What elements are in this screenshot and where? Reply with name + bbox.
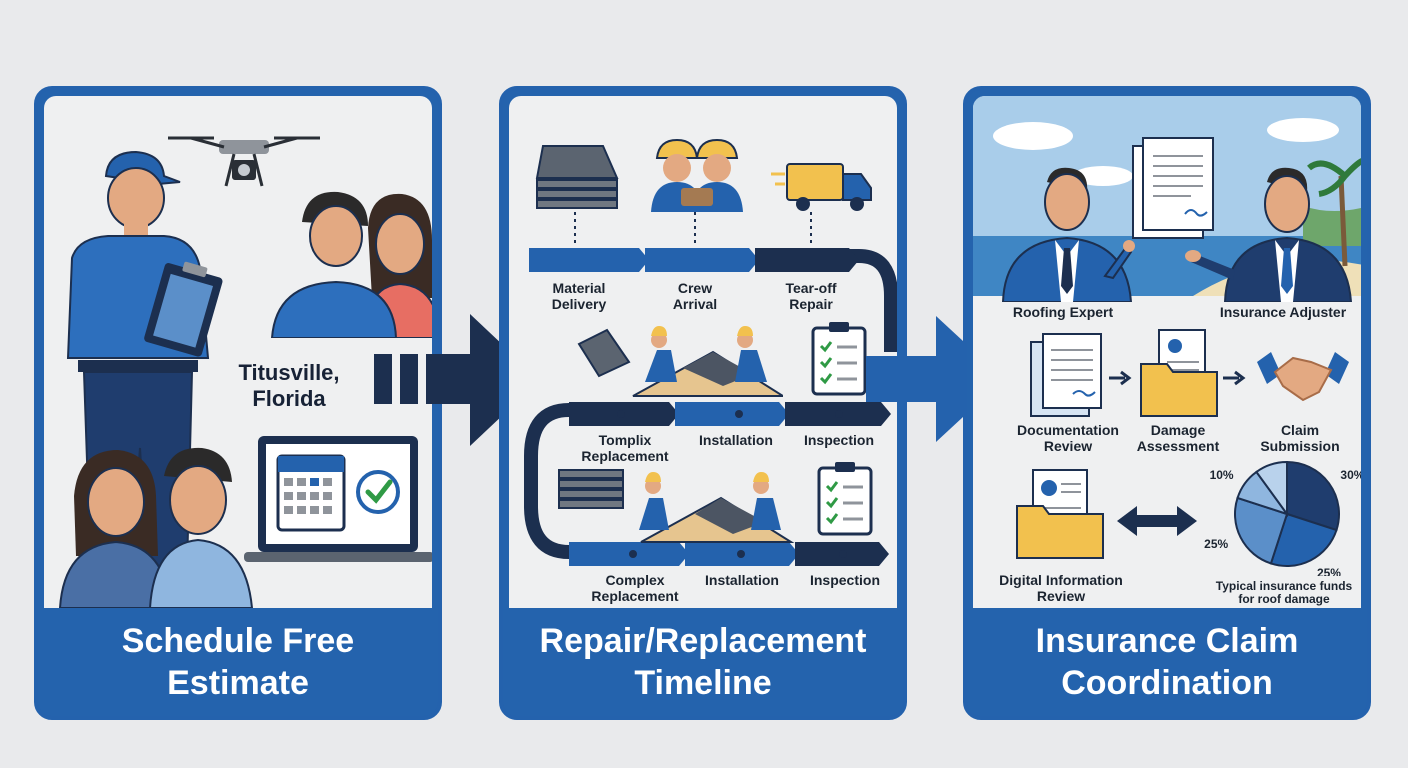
arrow-icon [1109,370,1132,386]
pie-label: 25% [1204,537,1228,551]
drone-icon [168,136,320,187]
panel-schedule-estimate: Titusville, Florida [34,86,442,720]
insurance-adjuster-icon [1185,167,1353,302]
laptop-calendar-icon [244,436,432,562]
pie-slice [1269,512,1338,567]
handshake-icon [1257,352,1349,402]
pie-label: 30% [1340,468,1361,482]
panel-insurance-claim: Roofing Expert Insurance Adjuster Docume… [963,86,1371,720]
delivery-truck-icon [771,163,872,211]
arrow-icon-2 [1223,370,1246,386]
panel-title: Insurance Claim Coordination [1035,622,1299,702]
insurance-funds-pie-chart: 30% 25% 25% 10% 10% [1204,456,1361,576]
pie-label: 10% [1243,456,1267,458]
pie-label: 10% [1210,468,1234,482]
timeline-path [524,212,897,566]
digital-folder-icon [1016,469,1104,559]
documentation-icon [1030,333,1102,417]
label-roofing-expert: Roofing Expert [1012,304,1114,320]
shingles-stack-icon [535,145,619,209]
contract-document-icon [1132,137,1214,239]
insurance-illustration: Roofing Expert Insurance Adjuster Docume… [973,96,1361,608]
double-arrow-icon [1117,506,1197,536]
step-installation: Installation [699,432,773,448]
palm-tree-icon [1307,158,1361,267]
crew-workers-icon [651,138,743,212]
shingles-stack-icon-2 [558,469,624,509]
family-bottom-icon [58,447,254,608]
inspection-checklist-icon-2 [817,462,873,536]
panel-title: Schedule Free Estimate [121,622,355,702]
family-icon [270,191,432,338]
checkmark-icon [356,470,400,514]
pie-label: 25% [1317,566,1341,576]
roof-install-icon [577,326,783,397]
roof-install-icon-2 [639,472,795,543]
step-inspection: Inspection [803,432,874,448]
roofing-expert-icon [1001,167,1135,302]
damage-assessment-folder-icon [1140,329,1218,417]
inspection-checklist-icon [811,322,867,396]
panel-illustration: Titusville, Florida [44,96,432,608]
pie-slice [1234,496,1289,565]
pie-slice [1286,460,1340,532]
label-insurance-adjuster: Insurance Adjuster [1219,304,1347,320]
panel-title: Repair/Replacement Timeline [539,622,867,702]
pie-slice [1255,460,1288,518]
location-label: Titusville, Florida [238,360,340,411]
step-installation-2: Installation [705,572,779,588]
step-inspection-2: Inspection [809,572,880,588]
